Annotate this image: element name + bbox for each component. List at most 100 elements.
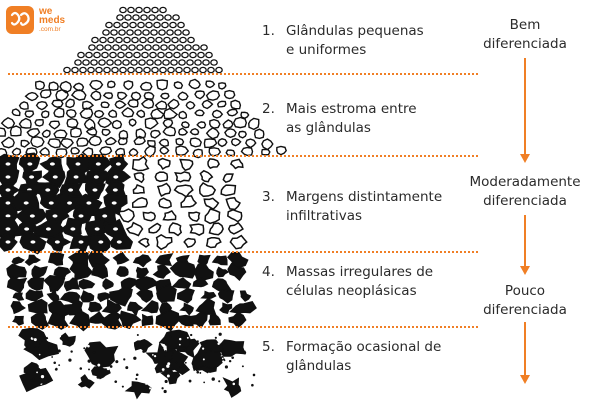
gland-infiltrative [157, 197, 172, 209]
neoplastic-mass [154, 253, 174, 266]
neoplastic-mass [24, 254, 41, 266]
neoplastic-mass [229, 301, 257, 314]
gland-stroma [139, 81, 153, 91]
gland-lumen [70, 227, 76, 231]
nucleus-speck [118, 364, 121, 368]
grade-text-line: Glândulas pequenas [286, 23, 424, 39]
nucleus-speck [57, 349, 61, 353]
gland-stroma [209, 118, 221, 129]
gland-stroma [154, 100, 168, 110]
neoplastic-mass [134, 276, 160, 291]
neoplastic-mass [219, 302, 233, 315]
gland-small [71, 66, 79, 74]
gland-stroma [88, 135, 103, 147]
gland-small [96, 44, 104, 51]
gland-lumen [24, 227, 30, 231]
neoplastic-mass [195, 297, 217, 316]
gland-stroma [180, 121, 190, 129]
gland-stroma [158, 138, 170, 148]
nucleus-speck [202, 347, 205, 350]
gland-stroma [194, 109, 205, 117]
gland-small [87, 66, 95, 74]
nucleus-speck [233, 366, 237, 370]
gland-infiltrative [204, 208, 221, 225]
nucleus-speck [178, 337, 182, 341]
neoplastic-mass [194, 263, 214, 282]
gland-infiltrative [189, 223, 205, 236]
gland-small [192, 44, 200, 51]
gland-stroma [230, 99, 242, 110]
gland-small [170, 59, 178, 66]
gland-lumen [30, 240, 36, 244]
gland-infiltrative [110, 231, 134, 250]
nucleus-speck [250, 365, 253, 368]
gland-stroma [70, 146, 81, 155]
gland-stroma [159, 146, 170, 155]
gland-small [85, 51, 93, 59]
gland-small [91, 36, 99, 44]
neoplastic-mass [12, 292, 25, 301]
neoplastic-cluster [191, 344, 226, 372]
band-occasional-glands [18, 327, 256, 400]
gland-stroma [194, 90, 206, 100]
neoplastic-cluster [164, 348, 191, 376]
gland-small [77, 51, 85, 59]
gland-small [194, 59, 202, 66]
divider-2 [8, 155, 478, 157]
nucleus-speck [47, 334, 51, 339]
neoplastic-mass [127, 301, 144, 317]
gland-stroma [160, 92, 170, 100]
nucleus-speck [87, 344, 90, 348]
gland-stroma [34, 80, 46, 91]
nucleus-speck [51, 356, 54, 358]
divider-3 [8, 251, 478, 253]
neoplastic-mass [10, 300, 26, 315]
gland-stroma [20, 139, 31, 148]
gland-stroma [188, 78, 201, 90]
neoplastic-cluster [84, 341, 119, 368]
neoplastic-mass [152, 264, 171, 279]
gland-small [176, 44, 184, 51]
nucleus-speck [199, 359, 202, 362]
gland-stroma [99, 146, 113, 156]
neoplastic-mass [135, 266, 150, 279]
gland-stroma [41, 129, 51, 139]
nucleus-speck [188, 379, 192, 383]
gland-stroma [189, 127, 200, 136]
gland-stroma [121, 106, 135, 118]
gland-small [183, 66, 191, 74]
neoplastic-mass [25, 289, 44, 302]
gland-infiltrative [180, 195, 198, 208]
gland-infiltrative [188, 211, 201, 223]
gland-infiltrative [227, 221, 244, 235]
gland-infiltrative [157, 157, 171, 171]
gland-small [119, 66, 127, 74]
gland-small [140, 14, 148, 21]
gland-stroma [253, 128, 265, 140]
gland-stroma [130, 91, 142, 102]
gland-small [132, 14, 140, 21]
gland-small [112, 44, 120, 51]
arrow-down-icon [520, 322, 530, 384]
neoplastic-mass [239, 290, 252, 302]
nucleus-speck [135, 373, 139, 377]
gland-stroma [205, 90, 221, 101]
gland-stroma [261, 148, 271, 156]
gland-stroma [218, 82, 227, 90]
nucleus-speck [175, 361, 178, 364]
gland-small [146, 59, 154, 66]
gland-lumen [29, 175, 35, 179]
gland-lumen [48, 201, 54, 205]
gland-stroma [83, 117, 96, 131]
gland-stroma [93, 109, 105, 119]
gland-small [145, 21, 153, 29]
grade-text-line: infiltrativas [286, 208, 363, 224]
gland-lumen [45, 227, 51, 231]
grade-number: 2. [262, 101, 275, 117]
nucleus-speck [68, 358, 72, 362]
neoplastic-cluster [77, 374, 95, 389]
nucleus-speck [96, 375, 100, 379]
gland-infiltrative [162, 210, 177, 221]
